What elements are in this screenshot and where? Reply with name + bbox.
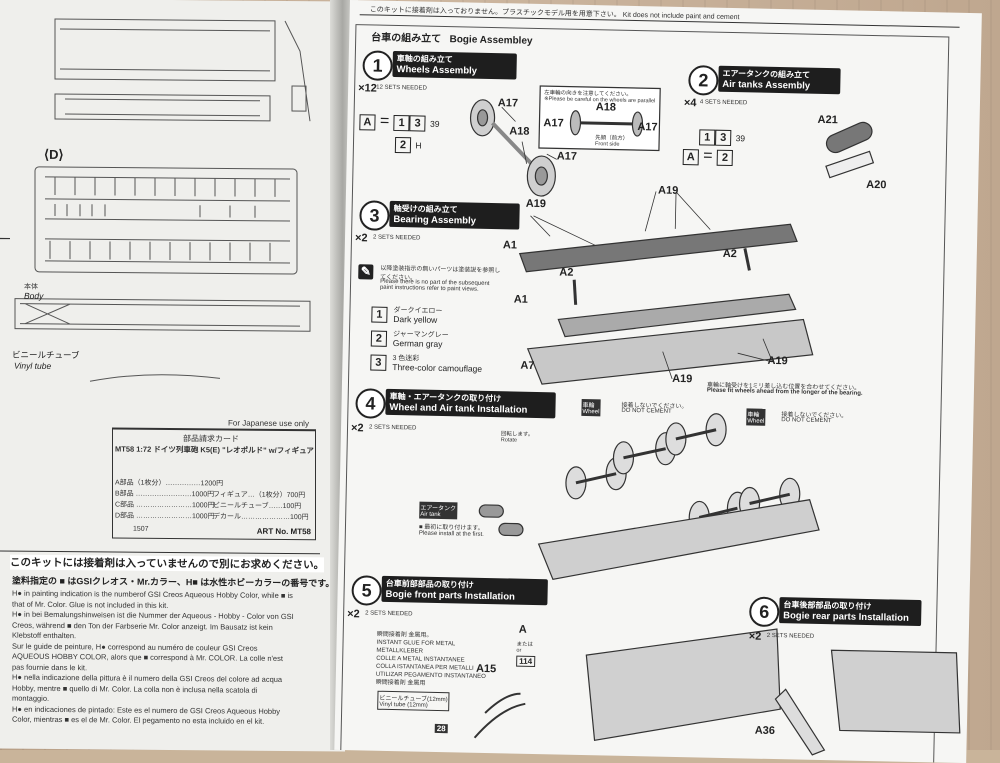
part-label: A17 xyxy=(543,117,564,130)
color-key-icon: 2 xyxy=(370,330,388,347)
part-label: A2 xyxy=(559,266,574,279)
step-2-qty: ×4 xyxy=(683,97,697,110)
step-4-header: 車軸・エアータンクの取り付け Wheel and Air tank Instal… xyxy=(385,388,556,419)
step-6-header: 台車後部部品の取り付け Bogie rear parts Installatio… xyxy=(779,597,922,627)
assembly-diagrams xyxy=(469,85,961,756)
part-label: A15 xyxy=(475,662,497,676)
paint-note-en-r: Please there is no part of the subsequen… xyxy=(379,278,490,293)
install-first-note: ■ 最初に取り付けます。 Please install at the first… xyxy=(418,524,484,538)
part-label: A19 xyxy=(657,184,679,197)
order-card-title: 部品請求カード xyxy=(183,434,239,444)
no-cement-en-2: DO NOT CEMENT xyxy=(781,417,832,425)
order-row: D部品 ……………………1000円 xyxy=(115,512,215,521)
vinyl-tube-jp-label: ビニールチューブ xyxy=(12,349,80,361)
order-card-product: MT58 1:72 ドイツ列車砲 K5(E) "レオポルド" w/フィギュア xyxy=(115,444,314,456)
color-A-box: A xyxy=(682,149,699,166)
part-number-114: 114 xyxy=(516,655,536,668)
part-label: A18 xyxy=(509,125,530,138)
color-row-2: 2 xyxy=(370,329,388,347)
color-1-en: Dark yellow xyxy=(393,313,438,325)
color-mix-value: 39 xyxy=(735,133,746,144)
rotate-label: 回転します。 Rotate xyxy=(500,431,534,444)
step-5-qty: ×2 xyxy=(347,608,360,621)
for-japanese-use-label: For Japanese use only xyxy=(228,418,309,429)
step-4-qty: ×2 xyxy=(350,422,364,435)
step-5-qty-note: 2 SETS NEEDED xyxy=(365,610,413,618)
part-label: A17 xyxy=(497,97,519,110)
part-label: A20 xyxy=(866,178,887,192)
air-tank-tag: エアータンク Air tank xyxy=(419,501,458,520)
part-label: A19 xyxy=(525,197,547,211)
part-label: A1 xyxy=(502,239,518,252)
part-label: A19 xyxy=(767,354,788,368)
front-side-label: 先頭（前方） Front side xyxy=(594,135,629,148)
step-6-qty: ×2 xyxy=(748,630,762,643)
parts-order-card: 部品請求カード MT58 1:72 ドイツ列車砲 K5(E) "レオポルド" w… xyxy=(112,427,316,541)
wheel-tag: 車輪 Wheel xyxy=(581,398,601,417)
left-instruction-page: ⟨D⟩ 本体 Body ビニールチューブ Vinyl tube For Japa… xyxy=(0,0,345,752)
or-label: または or xyxy=(516,641,534,654)
color-row-3: 3 xyxy=(370,353,387,371)
step-5-header: 台車前部部品の取り付け Bogie front parts Installati… xyxy=(381,575,548,606)
step-3-qty-note: 2 SETS NEEDED xyxy=(372,234,421,242)
section-d-letter: D xyxy=(49,146,59,163)
no-cement-en: DO NOT CEMENT xyxy=(621,407,672,415)
order-row: フィギュア…（1枚分）700円 xyxy=(213,491,306,500)
color-key-icon: 1 xyxy=(371,306,388,323)
vinyl-tube-en-label: Vinyl tube xyxy=(14,360,52,371)
card-code: 1507 xyxy=(133,525,149,533)
part-label: A21 xyxy=(817,113,838,127)
part-label: A19 xyxy=(672,372,693,386)
step-6-en: Bogie rear parts Installation xyxy=(783,610,909,624)
vinyl-tube-label: ビニールチューブ(12mm) Vinyl tube (12mm) xyxy=(377,690,450,712)
step-2-qty-note: 4 SETS NEEDED xyxy=(699,99,748,107)
paint-notes-multilingual: H● in painting indication is the numbero… xyxy=(12,589,294,728)
color-3-en: Three-color camouflage xyxy=(392,361,483,374)
step-4-en: Wheel and Air tank Installation xyxy=(389,401,528,416)
step-2-en: Air tanks Assembly xyxy=(722,78,811,92)
section-d-label: ⟨D⟩ xyxy=(44,146,64,163)
part-number-28: 28 xyxy=(434,723,448,734)
part-label: A18 xyxy=(595,101,617,114)
order-card-rows-left: A部品（1枚分）……………1200円 B部品 ……………………1000円 C部品… xyxy=(115,477,223,522)
order-row: ビニールチューブ……100円 xyxy=(213,502,302,511)
step-2-color-spec-2: A = 2 xyxy=(682,147,734,167)
color-3-icon: 3 xyxy=(715,129,732,147)
part-label: A1 xyxy=(513,293,528,306)
step-5-en: Bogie front parts Installation xyxy=(385,588,515,603)
order-card-rows-right: フィギュア…（1枚分）700円 ビニールチューブ……100円 デカール……………… xyxy=(213,489,309,523)
no-glue-banner: このキットには接着剤は入っていませんので別にお求めください。 xyxy=(10,554,325,573)
color-row-1: 1 xyxy=(371,305,388,323)
wheel-tag-2: 車輪 Wheel xyxy=(746,408,766,426)
part-label: A17 xyxy=(556,150,578,163)
paint-legend: ✎ 以降塗装指示の無いパーツは塗装説を参照してください。 Please ther… xyxy=(356,262,508,383)
step-2-header: エアータンクの組み立て Air tanks Assembly xyxy=(718,65,841,95)
color-2-icon: 2 xyxy=(716,149,734,167)
part-label: A xyxy=(518,623,527,636)
instant-glue-note: 瞬間接着剤 金属用。 INSTANT GLUE FOR METAL METALL… xyxy=(375,631,486,687)
part-label: A7 xyxy=(520,359,535,372)
step-6-qty-note: 2 SETS NEEDED xyxy=(766,632,815,640)
step-3-en: Bearing Assembly xyxy=(393,213,477,227)
step-3-header: 軸受けの組み立て Bearing Assembly xyxy=(389,200,520,230)
color-1-icon: 1 xyxy=(699,129,716,146)
step-3-qty: ×2 xyxy=(354,232,368,245)
brush-icon: ✎ xyxy=(358,262,374,280)
part-label: A2 xyxy=(722,247,737,261)
part-label: A17 xyxy=(637,121,658,134)
step-4-qty-note: 2 SETS NEEDED xyxy=(368,424,417,432)
color-key-icon: 3 xyxy=(370,354,387,371)
left-page-drawings xyxy=(0,18,311,382)
art-number: ART No. MT58 xyxy=(256,526,311,537)
color-2-en: German gray xyxy=(392,337,443,350)
part-label: A36 xyxy=(754,724,776,738)
body-en-label: Body xyxy=(24,290,44,301)
right-instruction-page: このキットに接着剤は入っておりません。プラスチックモデル用を用意下さい。 Kit… xyxy=(334,0,982,763)
order-row: デカール…………………100円 xyxy=(213,513,309,522)
